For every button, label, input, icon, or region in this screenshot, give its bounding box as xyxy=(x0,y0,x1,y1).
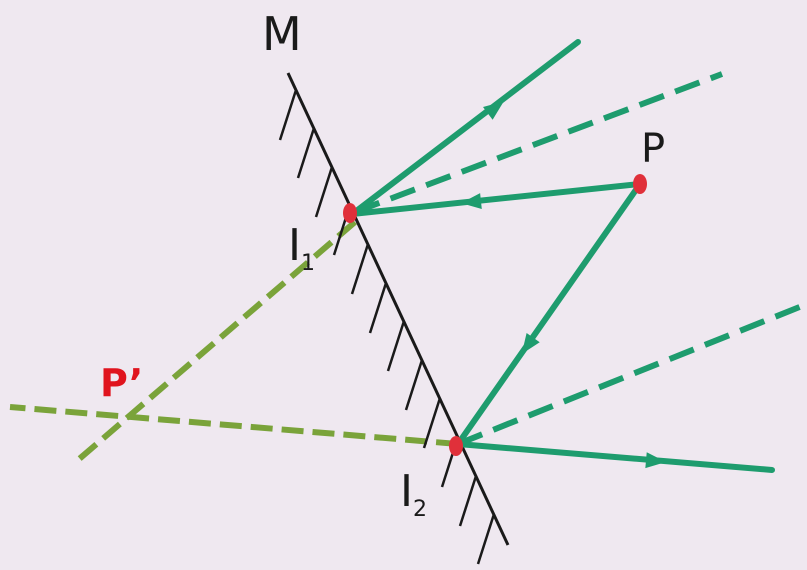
extension-line-from-i2 xyxy=(9,404,459,447)
incident-ray-1 xyxy=(349,181,643,217)
incidence-2-main: I xyxy=(400,466,413,517)
incidence-1-main: I xyxy=(288,220,301,271)
incidence-1-label: I1 xyxy=(288,220,315,276)
incident-ray-2 xyxy=(455,181,643,447)
incidence-point-i1 xyxy=(343,203,357,223)
mirror xyxy=(278,72,510,565)
incidence-1-sub: 1 xyxy=(301,251,315,276)
dashed-continuation-2 xyxy=(456,301,807,447)
arrow-incident-1 xyxy=(461,193,482,210)
mirror-label: M xyxy=(262,7,302,61)
reflected-ray-1 xyxy=(352,39,581,215)
image-label: P’ xyxy=(100,361,143,405)
light-rays xyxy=(349,39,775,473)
arrow-incident-2 xyxy=(521,333,540,355)
arrow-reflected-1 xyxy=(482,101,504,120)
incidence-point-i2 xyxy=(449,436,463,456)
incidence-2-label: I2 xyxy=(400,466,427,522)
ray-arrowheads xyxy=(461,101,666,469)
arrow-reflected-2 xyxy=(645,452,666,469)
incidence-2-sub: 2 xyxy=(413,497,427,522)
dashed-continuation-1 xyxy=(353,71,724,215)
reflected-ray-2 xyxy=(455,441,775,473)
mirror-hatching xyxy=(278,89,496,565)
object-point-p xyxy=(633,174,647,194)
mirror-line xyxy=(286,72,510,546)
object-label: P xyxy=(641,126,665,172)
